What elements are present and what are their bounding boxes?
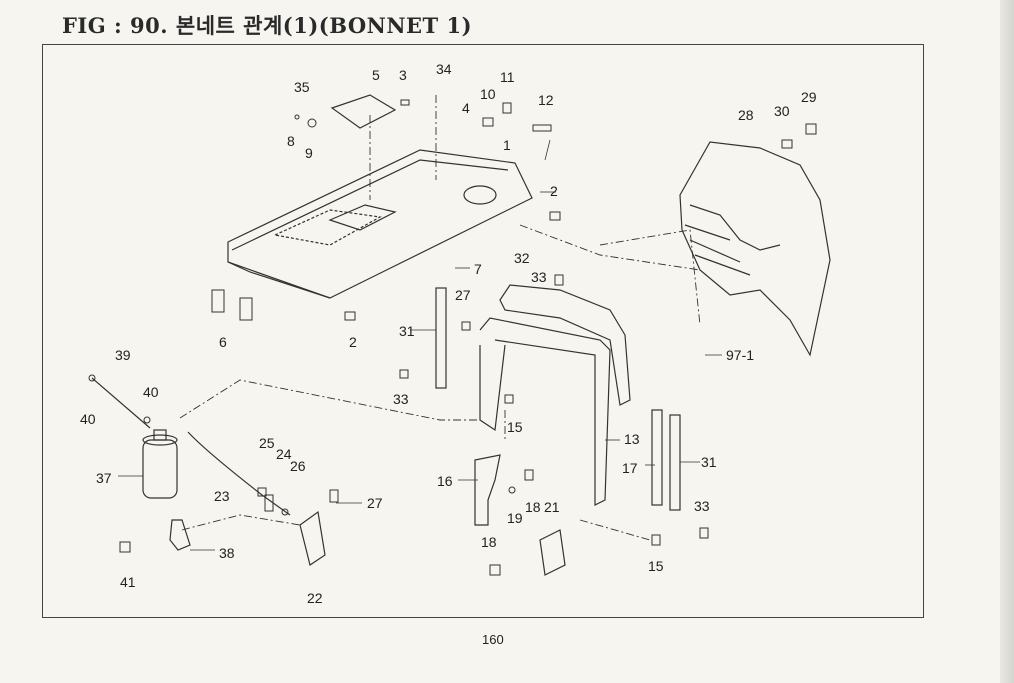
callout-30: 30 bbox=[774, 103, 790, 119]
callout-97-1: 97-1 bbox=[726, 347, 754, 363]
callout-18-upper: 18 bbox=[525, 499, 541, 515]
rod-23 bbox=[187, 431, 291, 516]
callout-2-lower: 2 bbox=[349, 334, 357, 350]
page-edge bbox=[1000, 0, 1014, 683]
callout-34: 34 bbox=[436, 61, 452, 77]
rollbar-frame bbox=[499, 284, 631, 406]
callout-18-lower: 18 bbox=[481, 534, 497, 550]
callout-23: 23 bbox=[214, 488, 230, 504]
bracket-21 bbox=[539, 529, 566, 576]
callout-28: 28 bbox=[738, 107, 754, 123]
side-bracket-right-a bbox=[651, 409, 663, 506]
callout-21: 21 bbox=[544, 499, 560, 515]
reservoir-tank bbox=[142, 439, 178, 499]
page-number: 160 bbox=[482, 632, 504, 647]
callout-3: 3 bbox=[399, 67, 407, 83]
callout-2-upper: 2 bbox=[550, 183, 558, 199]
callout-38: 38 bbox=[219, 545, 235, 561]
callout-33-right: 33 bbox=[694, 498, 710, 514]
hood-side-panel bbox=[679, 141, 831, 357]
callout-12: 12 bbox=[538, 92, 554, 108]
callout-10: 10 bbox=[480, 86, 496, 102]
callout-9: 9 bbox=[305, 145, 313, 161]
bracket-16 bbox=[474, 454, 501, 526]
callout-31-right: 31 bbox=[701, 454, 717, 470]
callout-11: 11 bbox=[500, 69, 515, 85]
callout-35: 35 bbox=[294, 79, 310, 95]
tank-holder bbox=[169, 519, 191, 551]
callout-16: 16 bbox=[437, 473, 453, 489]
callout-24: 24 bbox=[276, 446, 292, 462]
callout-40-right: 40 bbox=[143, 384, 159, 400]
callout-7: 7 bbox=[474, 261, 482, 277]
bonnet-cap-opening bbox=[463, 185, 497, 205]
side-bracket-right-b bbox=[669, 414, 681, 511]
callout-39: 39 bbox=[115, 347, 131, 363]
callout-1: 1 bbox=[503, 137, 511, 153]
callout-37: 37 bbox=[96, 470, 112, 486]
callout-22: 22 bbox=[307, 590, 323, 606]
bonnet-top-panel bbox=[227, 149, 533, 299]
callout-5: 5 bbox=[372, 67, 380, 83]
callout-25: 25 bbox=[259, 435, 275, 451]
bracket-22 bbox=[299, 510, 326, 566]
callout-31-left: 31 bbox=[399, 323, 415, 339]
page-title: FIG : 90. 본네트 관계(1)(BONNET 1) bbox=[62, 13, 473, 38]
callout-8: 8 bbox=[287, 133, 295, 149]
lid-plate bbox=[330, 94, 397, 129]
callout-33-top: 33 bbox=[531, 269, 547, 285]
stay-rod bbox=[91, 377, 151, 429]
callout-15-upper: 15 bbox=[507, 419, 523, 435]
callout-6: 6 bbox=[219, 334, 227, 350]
callout-4: 4 bbox=[462, 100, 470, 116]
side-bracket-left bbox=[435, 287, 447, 389]
callout-33-mid: 33 bbox=[393, 391, 409, 407]
callout-15-lower: 15 bbox=[648, 558, 664, 574]
callout-40-left: 40 bbox=[80, 411, 96, 427]
callout-13: 13 bbox=[624, 431, 640, 447]
callout-19: 19 bbox=[507, 510, 523, 526]
diagram-frame bbox=[42, 44, 924, 618]
callout-27-top: 27 bbox=[455, 287, 471, 303]
callout-26: 26 bbox=[290, 458, 306, 474]
callout-17: 17 bbox=[622, 460, 638, 476]
callout-27-lower: 27 bbox=[367, 495, 383, 511]
callout-41: 41 bbox=[120, 574, 136, 590]
callout-32: 32 bbox=[514, 250, 530, 266]
callout-29: 29 bbox=[801, 89, 817, 105]
